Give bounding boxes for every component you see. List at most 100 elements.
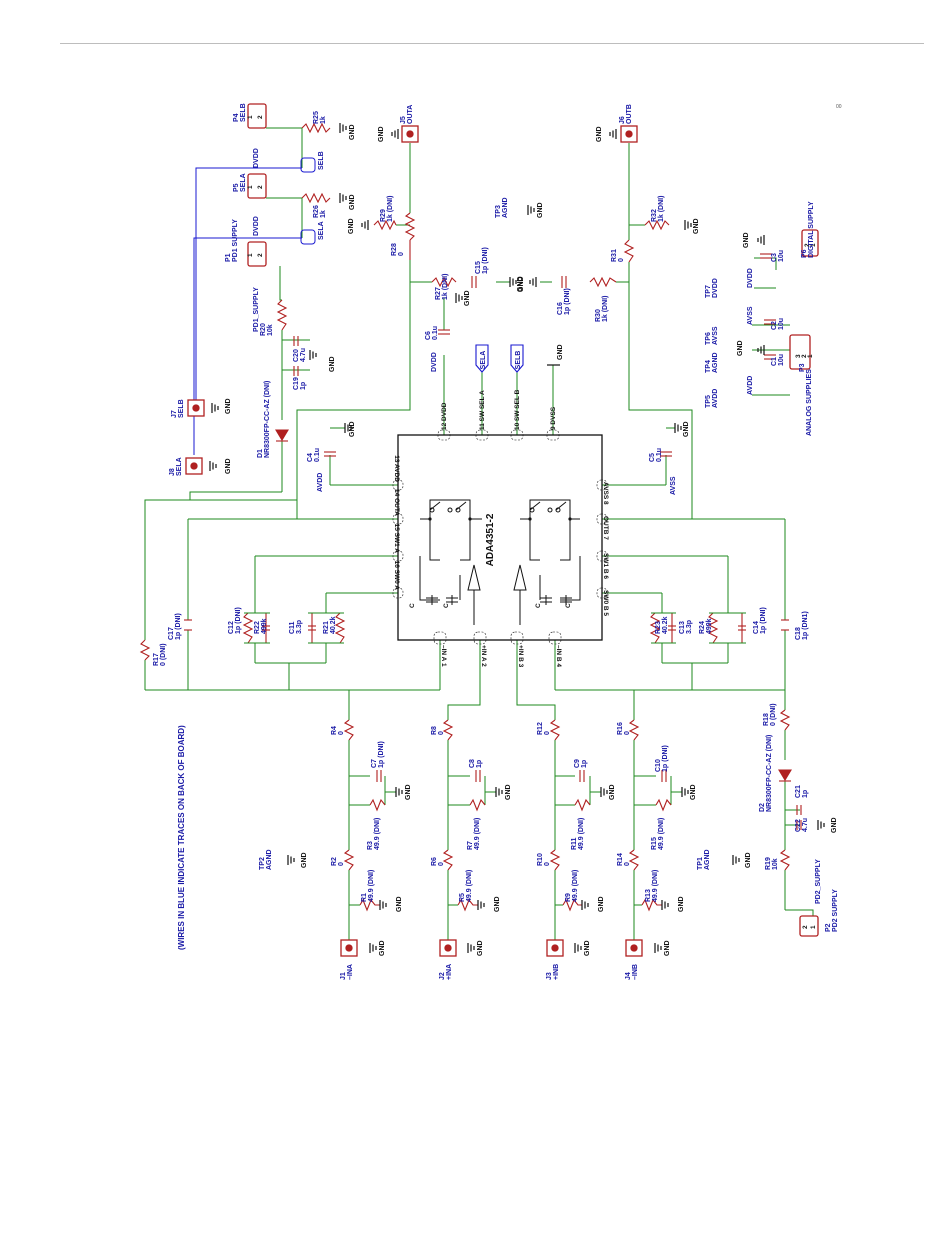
d1-ref: D1	[257, 449, 264, 458]
gnd-tp3: GND	[537, 202, 544, 218]
r18-val: 0 (DNI)	[770, 703, 777, 726]
r24-val: 499k	[706, 618, 713, 634]
j4-ref: J4	[625, 972, 632, 980]
r25-val: 1k	[320, 116, 327, 124]
r31-val: 0	[618, 258, 625, 262]
gnd-r5: GND	[494, 896, 501, 912]
p1-pin2: 2	[257, 253, 264, 257]
tp4-label: AGND	[712, 352, 719, 373]
j6-label: OUTB	[626, 104, 633, 124]
tp7-ref: TP7	[705, 285, 712, 298]
c4-ref: C4	[307, 453, 314, 462]
r6-ref: R6	[431, 857, 438, 866]
c19-ref: C19	[293, 377, 300, 390]
p2-pin1: 1	[810, 925, 817, 929]
r28-val: 0	[398, 252, 405, 256]
p1-label: PD1 SUPPLY	[232, 219, 239, 262]
connectors	[185, 103, 819, 957]
j2-label: +INA	[446, 964, 453, 980]
c1-val: 10u	[778, 354, 785, 366]
r8-ref: R8	[431, 726, 438, 735]
tp5-label: AVDD	[712, 389, 719, 408]
c11-ref: C11	[289, 621, 296, 634]
pin-11: 11 SW SEL A	[479, 390, 486, 430]
c3-ref: C3	[771, 253, 778, 262]
r9-val: 49.9 (DNI)	[572, 870, 579, 902]
gnd-j3: GND	[584, 940, 591, 956]
c16-val: 1p (DNI)	[564, 288, 571, 315]
r11-ref: R11	[571, 837, 578, 850]
gnd-r26: GND	[349, 194, 356, 210]
c21-ref: C21	[795, 785, 802, 798]
r14-ref: R14	[617, 853, 624, 866]
p6-pin1: 1	[810, 243, 817, 247]
c8-ref: C8	[469, 759, 476, 768]
back-wires	[193, 157, 316, 455]
gnd-r1: GND	[396, 896, 403, 912]
r30-ref: R30	[595, 309, 602, 322]
r7-val: 49.9 (DNI)	[474, 818, 481, 850]
tp2-label: AGND	[266, 849, 273, 870]
gnd-c10: GND	[690, 784, 697, 800]
tp6-label: AVSS	[712, 326, 719, 345]
header-rule	[60, 43, 924, 44]
r19-val: 10k	[772, 858, 779, 870]
tp7-label: DVDD	[712, 278, 719, 298]
dvdd-p5: DVDD	[253, 216, 260, 236]
r21-val: 40.2k	[330, 616, 337, 634]
r2-val: 0	[338, 862, 345, 866]
p5-pin1: 1	[247, 185, 254, 189]
pin-10: 10 SW SEL B	[514, 389, 521, 430]
p4-ref: P4	[233, 113, 240, 122]
r15-val: 49.9 (DNI)	[658, 818, 665, 850]
r27-ref: R27	[435, 287, 442, 300]
p5-ref: P5	[233, 183, 240, 192]
p6-ref: P6	[801, 249, 808, 258]
gnd-tp2: GND	[301, 852, 308, 868]
r21-ref: R21	[323, 621, 330, 634]
c3-val: 10u	[778, 250, 785, 262]
c20-ref: C20	[293, 349, 300, 362]
pin-16: 16 SW0 A	[393, 561, 400, 591]
p4-pin2: 2	[257, 115, 264, 119]
p6-pin2: 2	[804, 243, 811, 247]
r32-ref: R32	[651, 209, 658, 222]
gnd-c6: GND	[464, 290, 471, 306]
c12-val: 1p (DNI)	[235, 607, 242, 634]
c9-val: 1p	[581, 760, 588, 768]
tp2-ref: TP2	[259, 857, 266, 870]
r23-val: 40.2k	[662, 616, 669, 634]
c2-ref: C2	[771, 321, 778, 330]
r1-ref: R1	[361, 893, 368, 902]
pd1-net: PD1_SUPPLY	[253, 287, 260, 332]
p3-ref: P3	[799, 363, 806, 372]
gnd-c22: GND	[831, 817, 838, 833]
selb-net: SELB	[318, 151, 325, 170]
j8-ref: J8	[169, 468, 176, 476]
cc-label-3: C	[535, 603, 542, 608]
p4-pins: 1	[247, 115, 254, 119]
sela-flag: SELA	[480, 351, 487, 370]
r5-ref: R5	[459, 893, 466, 902]
p3-pin1: 1	[807, 354, 814, 358]
dvdd-p4: DVDD	[253, 148, 260, 168]
tp4-ref: TP4	[705, 360, 712, 373]
pin-7: OUTB 7	[602, 516, 609, 540]
gnd-c15: GND	[518, 276, 525, 292]
r3-ref: R3	[367, 841, 374, 850]
c21-val: 1p	[802, 790, 809, 798]
c10-val: 1p (DNI)	[662, 745, 669, 772]
r3-val: 49.9 (DNI)	[374, 818, 381, 850]
r28-ref: R28	[391, 243, 398, 256]
gnd-c1: GND	[737, 340, 744, 356]
p2-pin2: 2	[802, 925, 809, 929]
r17-val: 0 (DNI)	[160, 643, 167, 666]
c6-val: 0.1u	[432, 326, 439, 340]
r2-ref: R2	[331, 857, 338, 866]
r20-val: 10k	[267, 324, 274, 336]
r23-ref: R23	[655, 621, 662, 634]
gnd-r29: GND	[348, 218, 355, 234]
c6-ref: C6	[425, 331, 432, 340]
gnd-j1: GND	[379, 940, 386, 956]
gnd-c3: GND	[743, 232, 750, 248]
